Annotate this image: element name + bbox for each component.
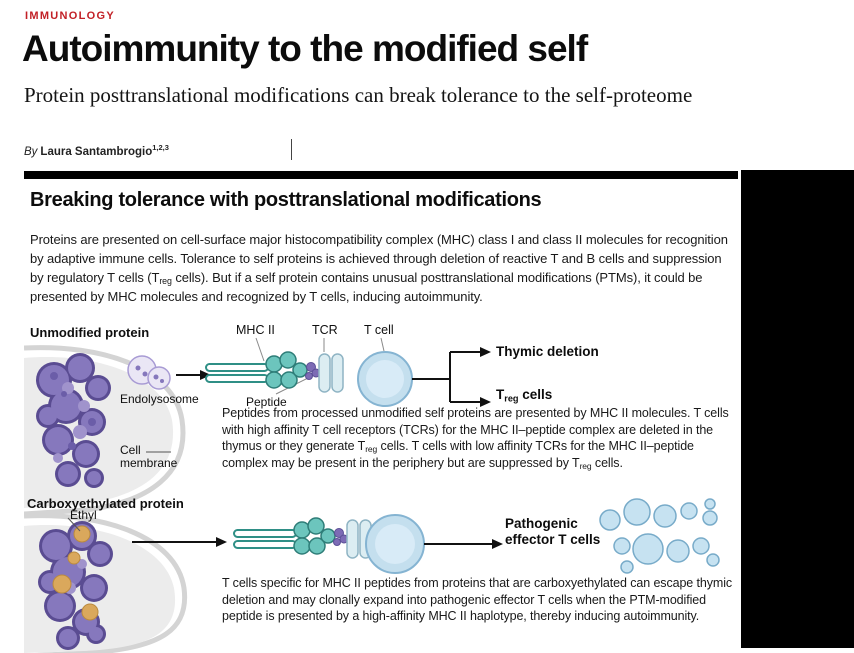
ethyl-label: Ethyl [70,508,97,522]
byline-by: By [24,145,38,158]
label-pointer-lines-row1 [255,337,385,395]
mhc-ii-complex-row2 [233,517,349,555]
arrow-row2-left [132,537,227,547]
figure-intro: Proteins are presented on cell-surface m… [30,232,728,304]
peptide-row2 [333,528,349,546]
cell-membrane-label-line2: membrane [120,456,178,470]
t-cell-row2 [365,514,425,574]
ethyl-groups [52,525,99,621]
byline-author: Laura Santambrogio [40,145,153,158]
tcr-label: TCR [312,323,338,337]
byline-affiliations: 1,2,3 [152,143,169,152]
unmodified-protein-blob [36,353,111,488]
outcome-treg-cells: Treg cells [496,387,553,404]
peptide-row1 [305,362,321,380]
row2-label: Carboxyethylated protein [27,496,184,511]
diagram-artwork [24,337,720,653]
carboxyethylated-protein-blob [38,521,113,650]
row1-caption: Peptides from processed unmodified self … [222,406,729,471]
figure-diagram: Unmodified protein Endolysosome MHC II T… [24,318,740,653]
outcome-pathogenic-line1: Pathogenic [505,516,578,531]
arrow-row1-left [176,370,211,380]
endolysosome-vesicles [127,355,171,390]
adjacent-page-block [741,170,854,648]
cell-membrane-label: Cell membrane [120,444,177,470]
endolysosome-label: Endolysosome [120,392,199,406]
section-kicker: IMMUNOLOGY [25,10,115,22]
mhc-ii-label: MHC II [236,323,275,337]
figure-title: Breaking tolerance with posttranslationa… [30,189,542,211]
arrow-row2-right [424,539,503,549]
t-cell-row1 [357,351,413,407]
row1-label: Unmodified protein [30,325,150,340]
outcome-pathogenic-effector: Pathogenic effector T cells [505,516,600,548]
figure-top-rule [24,171,738,179]
effector-t-cell-cluster [599,498,720,574]
branch-arrows-row1 [412,347,491,407]
tcr-complex-row1 [318,353,344,393]
article-subtitle: Protein posttranslational modifications … [24,83,693,107]
peptide-label: Peptide [246,395,287,409]
article-title: Autoimmunity to the modified self [22,28,588,69]
outcome-pathogenic-line2: effector T cells [505,532,601,547]
mhc-ii-complex-row1 [205,351,321,389]
outcome-thymic-deletion: Thymic deletion [496,344,599,359]
t-cell-label: T cell [364,323,394,337]
row2-caption: T cells specific for MHC II peptides fro… [222,576,733,623]
ethyl-pointer [67,517,81,532]
cell-membrane-label-line1: Cell [120,443,141,457]
column-divider [291,139,292,160]
